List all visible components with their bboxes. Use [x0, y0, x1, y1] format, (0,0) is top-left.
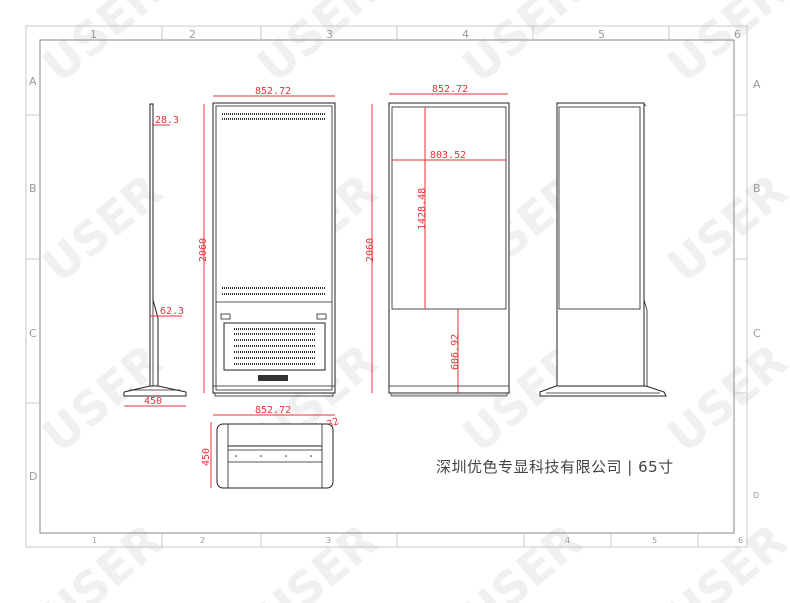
left-zone-ruler: A B C D: [26, 75, 40, 483]
col-label: 4: [462, 28, 469, 41]
dim-screen-height: 1428.48: [417, 188, 428, 230]
row-label: D: [29, 470, 37, 483]
col-label: 5: [598, 28, 605, 41]
back-view: [539, 102, 667, 397]
col-label: 3: [326, 28, 333, 41]
col-label: 6: [738, 536, 743, 545]
top-zone-ruler: 1 2 3 4 5 6: [90, 26, 741, 41]
svg-text:USER: USER: [247, 513, 387, 603]
svg-text:USER: USER: [32, 513, 172, 603]
col-label: 2: [189, 28, 196, 41]
svg-text:USER: USER: [32, 0, 172, 93]
row-label: A: [29, 75, 37, 88]
row-label: A: [753, 78, 761, 91]
side-view: 28.3 62.3 450: [123, 103, 187, 407]
port-panel: [258, 375, 288, 381]
dim-front-width: 852.72: [255, 86, 291, 97]
svg-text:USER: USER: [657, 163, 790, 293]
col-label: 6: [734, 28, 741, 41]
dim-screen-outer-width: 852.72: [432, 84, 468, 95]
inner-frame: [39, 39, 735, 534]
row-label: D: [753, 491, 759, 500]
dim-lower-height: 606.92: [450, 334, 461, 370]
col-label: 1: [92, 536, 97, 545]
svg-text:USER: USER: [657, 333, 790, 463]
row-label: C: [29, 327, 37, 340]
outer-frame: [25, 25, 748, 548]
dim-base-depth: 450: [144, 396, 162, 407]
svg-text:USER: USER: [452, 0, 592, 93]
col-label: 1: [90, 28, 97, 41]
col-label: 5: [652, 536, 657, 545]
svg-text:USER: USER: [452, 513, 592, 603]
col-label: 4: [565, 536, 570, 545]
svg-text:USER: USER: [657, 513, 790, 603]
dim-screen-outer-height: 2060: [365, 238, 376, 262]
front-view: 852.72 2060: [198, 86, 336, 397]
row-label: B: [753, 182, 761, 195]
dim-top-depth: 28.3: [155, 115, 179, 126]
dim-front-height: 2060: [198, 238, 209, 262]
row-label: B: [29, 182, 37, 195]
dim-lower-depth: 62.3: [160, 306, 184, 317]
dim-top-width: 852.72: [255, 405, 291, 416]
top-view: 852.72 450 49 32: [201, 405, 341, 489]
row-label: C: [753, 327, 761, 340]
dim-screen-width: 803.52: [430, 150, 466, 161]
dim-top-depth-450: 450: [201, 448, 212, 466]
bottom-zone-ruler: 1 2 3 4 5 6: [92, 533, 743, 547]
svg-text:USER: USER: [247, 0, 387, 93]
drawing-title: 深圳优色专显科技有限公司 | 65寸: [436, 458, 674, 476]
svg-text:USER: USER: [657, 0, 790, 93]
col-label: 2: [200, 536, 205, 545]
screen-view: 852.72 2060 803.52 1428.48 606.92: [365, 84, 510, 397]
col-label: 3: [326, 536, 331, 545]
right-zone-ruler: A B C D: [734, 78, 761, 500]
